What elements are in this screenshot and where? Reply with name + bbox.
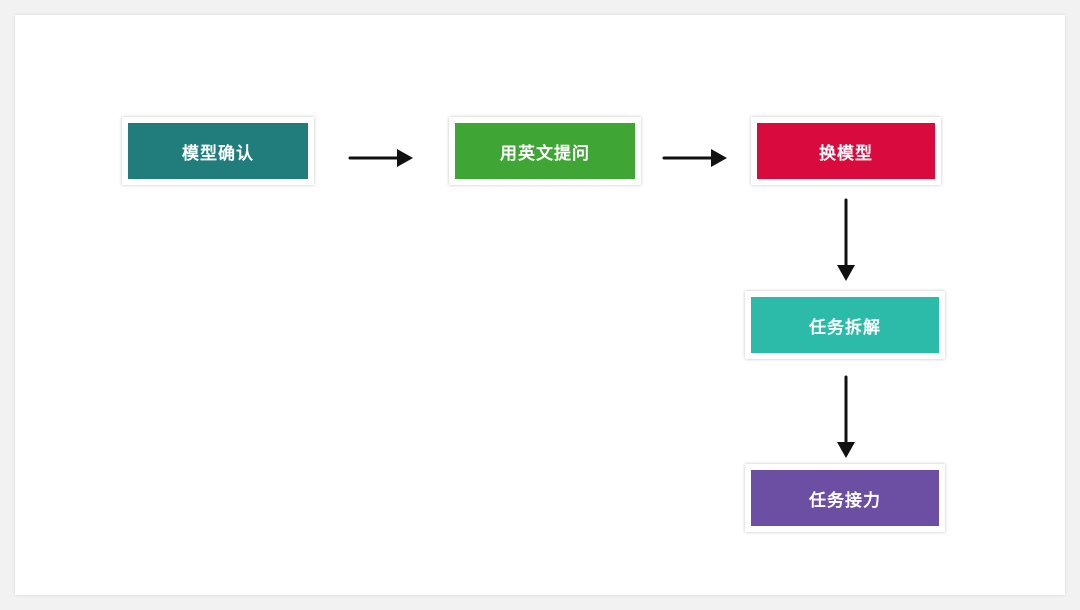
arrow-ask-to-switch: [662, 149, 727, 167]
node-task-relay: 任务接力: [745, 464, 945, 532]
node-confirm-model: 模型确认: [122, 117, 314, 185]
arrow-split-to-relay: [837, 375, 855, 458]
node-task-split-box: 任务拆解: [751, 297, 939, 353]
node-confirm-model-box: 模型确认: [128, 123, 308, 179]
node-task-split-label: 任务拆解: [809, 317, 881, 338]
arrow-confirm-to-ask: [348, 149, 413, 167]
arrow-switch-to-split: [837, 198, 855, 281]
node-ask-in-english-label: 用英文提问: [500, 143, 590, 164]
node-switch-model-label: 换模型: [819, 143, 873, 164]
node-confirm-model-label: 模型确认: [182, 143, 254, 164]
node-task-relay-box: 任务接力: [751, 470, 939, 526]
slide-canvas: 模型确认 用英文提问 换模型 任务拆解 任务接力: [15, 15, 1065, 595]
node-ask-in-english-box: 用英文提问: [455, 123, 635, 179]
node-ask-in-english: 用英文提问: [449, 117, 641, 185]
node-switch-model-box: 换模型: [757, 123, 935, 179]
node-switch-model: 换模型: [751, 117, 941, 185]
node-task-relay-label: 任务接力: [809, 490, 881, 511]
node-task-split: 任务拆解: [745, 291, 945, 359]
